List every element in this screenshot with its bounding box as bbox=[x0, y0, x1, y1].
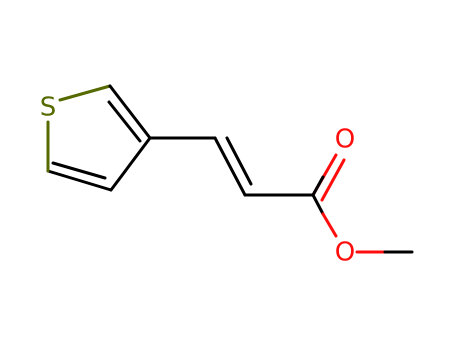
bond-ca-cb-second bbox=[225, 136, 253, 186]
bond-c4-c5 bbox=[46, 169, 113, 192]
bond-cc-o-ester-dark bbox=[311, 193, 325, 216]
bond-cc-o-carbonyl-b bbox=[320, 158, 346, 202]
atom-carbonyl-oxygen-label: O bbox=[335, 125, 355, 155]
bond-c4-c5-inner bbox=[51, 161, 107, 180]
bond-cc-o-ester bbox=[321, 212, 338, 238]
bond-cc-o-carbonyl-a-dark bbox=[311, 175, 325, 197]
bond-c2-c3-inner bbox=[107, 100, 142, 143]
bond-c3-c4 bbox=[109, 136, 152, 192]
bond-c2-c3 bbox=[108, 84, 152, 140]
atom-ester-oxygen-label: O bbox=[335, 238, 355, 268]
bond-s-c2 bbox=[58, 84, 112, 102]
bond-ca-cb bbox=[213, 136, 247, 197]
atom-sulfur-label: S bbox=[40, 93, 57, 123]
